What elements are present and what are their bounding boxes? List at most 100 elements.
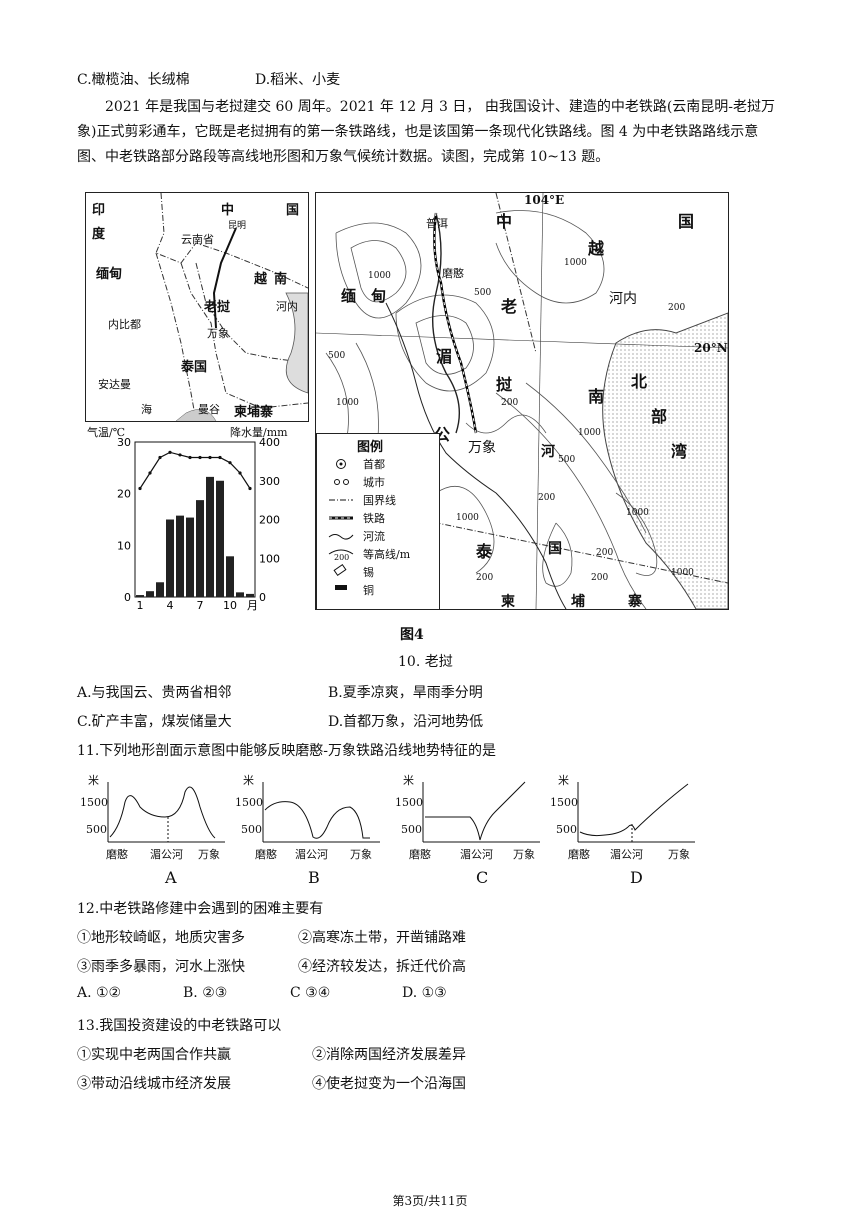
- q12-statement-4: ④经济较发达，拆迁代价高: [298, 959, 466, 975]
- q12-statement-1: ①地形较崎岖，地质灾害多: [77, 930, 245, 946]
- q10-stem: 10. 老挝: [398, 654, 453, 670]
- map-label: 寨: [628, 594, 642, 610]
- profile-unit: 米: [558, 774, 569, 787]
- overview-map-drawing: [155, 193, 308, 421]
- map-label: 内比都: [108, 318, 141, 331]
- profile-unit: 米: [403, 774, 414, 787]
- profile-b: 米 1500 500 磨憨 湄公河 万象: [235, 772, 385, 882]
- precip-bar: [246, 593, 254, 597]
- contour-label: 200: [591, 573, 609, 583]
- map-label: 河: [541, 444, 555, 460]
- figure-caption: 图4: [400, 627, 424, 643]
- precip-bar: [166, 519, 174, 597]
- temp-point: [148, 471, 152, 475]
- map-label: 泰国: [181, 360, 208, 375]
- q11-stem: 11.下列地形剖面示意图中能够反映磨憨-万象铁路沿线地势特征的是: [77, 743, 496, 759]
- profile-a: 米 1500 500 磨憨 湄公河 万象: [80, 772, 230, 882]
- temp-tick-label: 20: [117, 488, 131, 501]
- contour-label: 200: [668, 303, 686, 313]
- map-label: 中: [221, 203, 235, 218]
- q12-option-c: C ③④: [290, 985, 331, 1001]
- city-icon: [334, 479, 349, 485]
- precip-tick-label: 0: [259, 591, 266, 604]
- legend-title: 图例: [357, 440, 384, 455]
- map-label: 海: [141, 403, 152, 416]
- map-label: 缅: [341, 287, 357, 305]
- profile-y-tick: 500: [241, 823, 262, 836]
- profile-a-plot: [107, 782, 225, 843]
- contour-icon: [328, 549, 354, 555]
- map-label: 越: [254, 272, 268, 287]
- precip-bar: [236, 592, 244, 597]
- map-label: 埔: [571, 594, 585, 610]
- profile-x-label: 湄公河: [150, 848, 183, 861]
- profile-x-label: 磨憨: [106, 848, 128, 861]
- profile-x-label: 磨憨: [409, 848, 431, 861]
- q13-statement-1: ①实现中老两国合作共赢: [77, 1047, 231, 1063]
- profile-y-tick: 1500: [395, 796, 423, 809]
- q12-option-d: D. ①③: [402, 985, 447, 1001]
- q12-statement-2: ②高寒冻土带，开凿铺路难: [298, 930, 466, 946]
- profile-x-label: 湄公河: [610, 848, 643, 861]
- river-icon: [328, 534, 354, 540]
- legend-symbols: [328, 459, 354, 590]
- temp-tick-label: 10: [117, 539, 131, 552]
- detail-map: 104°E 20°N 普洱 中 国 越 缅 甸 磨憨 老 河内 湄 北 部 湾 …: [315, 192, 729, 610]
- overview-map: 印 度 中 国 云南省 昆明 缅甸 越 南 老挝 河内 内比都 万象 泰国 安达…: [85, 192, 309, 422]
- legend-label: 国界线: [363, 494, 396, 507]
- month-unit-label: 月: [247, 599, 258, 612]
- precip-bar: [196, 500, 204, 597]
- precip-tick-label: 200: [259, 514, 280, 527]
- map-label: 湾: [671, 442, 688, 461]
- contour-label: 1000: [456, 513, 479, 523]
- contour-label: 200: [476, 573, 494, 583]
- map-label: 国: [286, 203, 300, 218]
- copper-icon: [335, 585, 347, 590]
- profile-x-label: 湄公河: [460, 848, 493, 861]
- temp-point: [138, 486, 142, 491]
- map-label: 柬: [501, 594, 515, 610]
- temp-point: [158, 455, 162, 460]
- map-label: 湄: [436, 347, 453, 366]
- legend-label: 等高线/m: [363, 548, 411, 561]
- map-label: 万象: [207, 327, 229, 340]
- city-label: 普洱: [426, 217, 448, 230]
- intro-paragraph: 2021 年是我国与老挝建交 60 周年。2021 年 12 月 3 日， 由我…: [77, 99, 776, 165]
- q12-stem: 12.中老铁路修建中会遇到的困难主要有: [77, 901, 324, 917]
- q10-option-a: A.与我国云、贵两省相邻: [77, 685, 232, 701]
- profile-d: 米 1500 500 磨憨 湄公河 万象: [550, 772, 700, 882]
- contour-label: 500: [328, 351, 346, 361]
- map-label: 印: [92, 203, 106, 218]
- contour-label: 1000: [671, 568, 694, 578]
- profile-y-tick: 1500: [80, 796, 108, 809]
- precip-bar: [186, 517, 194, 597]
- precip-bar: [146, 591, 154, 597]
- map-label: 中: [496, 212, 513, 231]
- temp-point: [168, 450, 172, 454]
- q9-option-d: D.稻米、小麦: [255, 72, 341, 88]
- q10-option-c: C.矿产丰富，煤炭储量大: [77, 714, 232, 730]
- temp-point: [228, 461, 232, 465]
- map-label: 甸: [371, 287, 387, 305]
- profile-y-tick: 1500: [235, 796, 263, 809]
- legend-label: 锡: [363, 566, 374, 579]
- q12-statement-3: ③雨季多暴雨，河水上涨快: [77, 959, 245, 975]
- temp-point: [198, 455, 202, 460]
- temp-point: [178, 453, 182, 457]
- page-footer: 第3页/共11页: [392, 1194, 468, 1208]
- profile-unit: 米: [88, 774, 99, 787]
- month-tick-label: 10: [223, 599, 237, 612]
- precip-bar: [176, 515, 184, 597]
- contour-label: 500: [558, 455, 576, 465]
- temp-tick-label: 30: [117, 436, 131, 449]
- q10-option-b: B.夏季凉爽，旱雨季分明: [328, 685, 483, 701]
- map-label: 挝: [496, 375, 513, 394]
- legend-label: 铜: [363, 584, 374, 597]
- profile-x-label: 万象: [513, 848, 535, 861]
- map-label: 部: [651, 407, 668, 426]
- city-label: 磨憨: [442, 267, 464, 280]
- profile-x-label: 万象: [198, 848, 220, 861]
- detail-map-drawing: [316, 193, 728, 609]
- temp-point: [248, 486, 252, 491]
